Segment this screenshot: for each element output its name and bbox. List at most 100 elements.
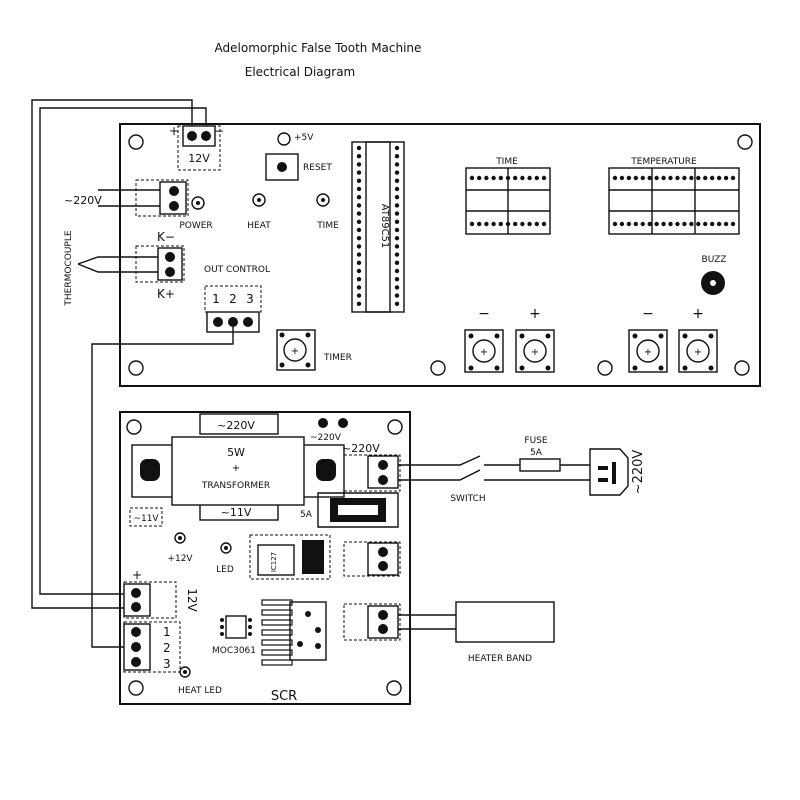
- mcu-pin: [394, 260, 400, 265]
- mcu-pin: [356, 154, 362, 159]
- mcu-pin: [394, 293, 400, 298]
- out-control-terminal: OUT CONTROL 1 2 3: [204, 265, 270, 333]
- temperature-display-label: TEMPERATURE: [630, 157, 697, 167]
- mount-hole: [128, 360, 144, 376]
- button-lead: [658, 333, 664, 339]
- wire-mains-neutral: [398, 469, 590, 481]
- fuse-body: [519, 458, 561, 472]
- display-pin: [513, 175, 518, 181]
- button-cross-icon: +: [480, 347, 488, 358]
- display-pin: [619, 175, 625, 181]
- heater-label: HEATER BAND: [468, 654, 532, 664]
- display-pin: [491, 175, 496, 181]
- time-display-label: TIME: [495, 157, 518, 167]
- display-pin: [696, 221, 701, 227]
- power-board-outline: [119, 411, 411, 705]
- mcu-pin: [356, 260, 362, 265]
- reset-button: RESET: [265, 153, 332, 181]
- mcu-pin: [356, 285, 362, 290]
- display-pin: [513, 221, 518, 227]
- terminal-screw: [201, 131, 211, 141]
- display-pin: [520, 221, 525, 227]
- mount-hole: [597, 360, 613, 376]
- button-lead: [658, 365, 664, 371]
- wiring: [31, 99, 590, 648]
- dc-plus-label: +: [132, 568, 142, 582]
- display-pin: [654, 221, 659, 227]
- fuse-label: FUSE: [524, 436, 547, 446]
- scr-label: SCR: [271, 689, 297, 704]
- mcu-pin: [356, 178, 362, 183]
- heater-out-terminal: [343, 603, 401, 641]
- mount-hole: [430, 360, 446, 376]
- ac-11v-outline: [129, 507, 163, 527]
- transformer-primary-pins: [199, 413, 279, 435]
- terminal-screw: [378, 460, 388, 470]
- button-lead: [708, 333, 714, 339]
- display-pin: [723, 221, 729, 227]
- mcu-pin: [394, 268, 400, 274]
- transformer-output-label: ~220V: [310, 433, 342, 443]
- button-cap: [283, 338, 307, 362]
- display-pin: [696, 175, 701, 181]
- display-pin: [626, 175, 632, 181]
- adjust-button-cap: [636, 339, 660, 363]
- transformer-body: [171, 436, 305, 506]
- heatsink-fins: [261, 599, 293, 666]
- fuse-holder-outline: [317, 492, 399, 528]
- display-pin: [647, 175, 652, 181]
- display-pin: [541, 175, 547, 181]
- terminal-outline: [135, 245, 185, 283]
- display-pin: [498, 175, 503, 181]
- display-pin: [640, 221, 645, 227]
- thermocouple-label: THERMOCOUPLE: [64, 230, 74, 306]
- heatsink-fin: [261, 599, 293, 606]
- display-pin: [661, 175, 666, 181]
- mains-plug: ~220V: [589, 448, 646, 496]
- transformer-plus-label: +: [232, 463, 240, 474]
- led-icon: [252, 193, 266, 207]
- mcu-pin: [356, 145, 362, 151]
- mcu-pin: [394, 227, 400, 233]
- control-board: + − 12V ~220V POWER HEAT TIME: [64, 123, 761, 387]
- display-pin: [505, 175, 511, 181]
- ac-in-label: ~220V: [342, 442, 380, 455]
- ctrl-pin-1: 1: [163, 625, 171, 639]
- button-cross-icon: +: [694, 347, 702, 358]
- display-pin: [633, 221, 639, 227]
- mcu-pin: [394, 186, 400, 192]
- buzz-label: BUZZ: [702, 255, 727, 265]
- heatsink-fin: [261, 609, 293, 616]
- mains-label: ~220V: [631, 450, 646, 495]
- heatsink-fin: [261, 619, 293, 626]
- control-board-outline: [119, 123, 761, 387]
- button-body: [276, 329, 316, 371]
- mcu-pin: [394, 252, 400, 257]
- wire-out-control: [91, 327, 234, 648]
- dc-12v-label: 12V: [185, 588, 199, 612]
- plus5v-led-icon: [277, 132, 291, 146]
- mcu-pin: [356, 301, 362, 306]
- ctrl-pin-2: 2: [163, 641, 171, 655]
- temperature-display: TEMPERATURE: [608, 157, 740, 235]
- reset-switch-cap: [277, 162, 287, 172]
- mount-slot: [140, 459, 160, 481]
- control-input-terminal: 1 2 3: [123, 621, 181, 673]
- terminal-screw: [165, 252, 175, 262]
- wire-mains-live: [398, 455, 590, 466]
- display-pin: [703, 221, 708, 227]
- mount-hole: [128, 134, 144, 150]
- title-line1: Adelomorphic False Tooth Machine: [215, 41, 422, 55]
- scr-body: [289, 601, 327, 661]
- heatsink-fin: [261, 639, 293, 646]
- led-icon: [220, 542, 232, 554]
- display-pin: [709, 221, 715, 227]
- ac-in-terminal: ~220V: [342, 442, 401, 492]
- ac-220v-label: ~220V: [64, 194, 102, 207]
- temp-minus-label: −: [642, 306, 654, 322]
- button-lead: [545, 365, 551, 371]
- mcu-pin: [356, 293, 362, 298]
- mcu-pin: [394, 145, 400, 151]
- display-pin: [723, 175, 729, 181]
- mount-hole: [128, 680, 144, 696]
